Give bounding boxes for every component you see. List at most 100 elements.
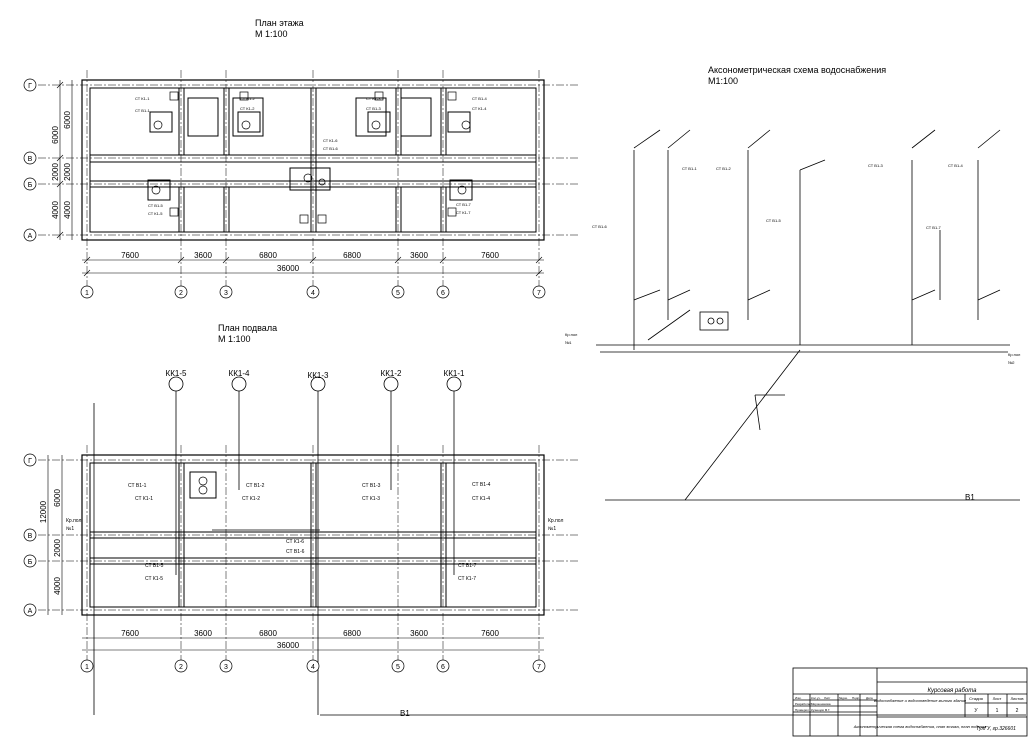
axis-number: 4 xyxy=(311,664,315,671)
riser-label: СТ В1-1 xyxy=(135,108,151,113)
riser-label: СТ В1-4 xyxy=(472,96,488,101)
row-header: №док. xyxy=(839,696,848,700)
floor-fixtures xyxy=(151,91,471,224)
inlet-label: №1 xyxy=(548,526,556,532)
riser-label: СТ В1-2 xyxy=(240,96,256,101)
sheet-description: Аксонометрическая схема водоснабжения, п… xyxy=(853,724,987,729)
end-label: Кр.пол xyxy=(565,332,578,337)
axis-number: 5 xyxy=(396,290,400,297)
dim-vertical: 4000 xyxy=(53,577,62,595)
dim-span: 6800 xyxy=(259,629,277,638)
axis-letter: В xyxy=(28,156,33,163)
axis-letter: Б xyxy=(28,559,33,566)
role: Проверил xyxy=(795,708,809,712)
end-label: №1 xyxy=(565,340,572,345)
dim-total: 36000 xyxy=(277,641,300,650)
riser-label: СТ В1-6 xyxy=(323,146,339,151)
axis-number: 7 xyxy=(537,664,541,671)
basement-walls xyxy=(81,454,545,616)
floor-plan: Г В Б А 6000 2000 4000 6000 2000 4000 76… xyxy=(23,70,580,299)
end-label: №2 xyxy=(1008,360,1015,365)
well-label: КК1-3 xyxy=(308,371,329,380)
axis-letter: А xyxy=(28,233,33,240)
riser-label: СТ К1-1 xyxy=(135,96,150,101)
axonometric-labels: СТ В1-1 СТ В1-2 СТ В1-3 СТ В1-4 СТ В1-5 … xyxy=(565,163,1021,365)
axis-number: 4 xyxy=(311,290,315,297)
axis-number: 5 xyxy=(396,664,400,671)
riser-label: СТ К1-5 xyxy=(148,211,163,216)
axis-number: 2 xyxy=(179,664,183,671)
basement-horizontal-dims xyxy=(82,637,544,651)
riser-label: СТ К1-7 xyxy=(458,576,476,582)
riser-label: СТ В1-5 xyxy=(766,218,782,223)
floor-plan-title: План этажа xyxy=(255,18,304,28)
riser-label: СТ К1-5 xyxy=(145,576,163,582)
riser-label: СТ К1-3 xyxy=(366,96,381,101)
row-header: Лист xyxy=(824,696,831,700)
dim-vertical: 2000 xyxy=(53,539,62,557)
dim-vertical: 2000 xyxy=(63,163,72,181)
well-label: КК1-4 xyxy=(229,369,250,378)
dim-vertical: 2000 xyxy=(51,163,60,181)
axis-letter: В xyxy=(28,533,33,540)
axis-number: 1 xyxy=(85,664,89,671)
axis-number: 6 xyxy=(441,290,445,297)
riser-label: СТ К1-7 xyxy=(456,210,471,215)
floor-axis-numbers xyxy=(80,285,546,299)
well-label: КК1-1 xyxy=(444,369,465,378)
title-block xyxy=(792,667,1028,737)
row-header: Кол.уч. xyxy=(811,696,821,700)
riser-label: СТ В1-3 xyxy=(366,106,382,111)
input-label: В1 xyxy=(400,709,410,718)
person: Мирошникова xyxy=(811,702,831,706)
riser-label: СТ К1-3 xyxy=(362,496,380,502)
sheet-value: 1 xyxy=(996,708,999,714)
inlet-label: №1 xyxy=(66,526,74,532)
role: Разработал xyxy=(795,702,812,706)
floor-axis-letters: Г В Б А xyxy=(23,78,37,242)
riser-label: СТ В1-3 xyxy=(868,163,884,168)
riser-label: СТ К1-2 xyxy=(240,106,255,111)
dim-total: 36000 xyxy=(277,264,300,273)
dim-span: 3600 xyxy=(194,251,212,260)
dim-span: 7600 xyxy=(121,629,139,638)
stage-header: Стадия xyxy=(969,696,983,701)
row-header: Подп. xyxy=(852,696,860,700)
basement-axis-numbers xyxy=(80,659,546,673)
dim-span: 3600 xyxy=(410,251,428,260)
riser-label: СТ В1-2 xyxy=(716,166,732,171)
riser-label: СТ В1-4 xyxy=(472,482,491,488)
axonometric-title: Аксонометрическая схема водоснабжения xyxy=(708,65,887,75)
dim-span: 3600 xyxy=(410,629,428,638)
basement-vertical-dims xyxy=(47,455,63,615)
floor-vertical-dims xyxy=(56,80,73,240)
riser-label: СТ В1-2 xyxy=(246,483,265,489)
floor-walls xyxy=(81,79,545,241)
sheet-header: Лист xyxy=(993,696,1002,701)
riser-label: СТ В1-6 xyxy=(286,549,305,555)
riser-label: СТ В1-7 xyxy=(458,563,477,569)
axonometric-scale: М1:100 xyxy=(708,76,739,86)
axis-letter: А xyxy=(28,608,33,615)
axis-number: 2 xyxy=(179,290,183,297)
inlet-label: Кр.пол xyxy=(548,518,563,524)
row-header: Изм. xyxy=(795,696,802,700)
axis-number: 1 xyxy=(85,290,89,297)
riser-label: СТ В1-1 xyxy=(128,483,147,489)
floor-plan-scale: М 1:100 xyxy=(255,29,288,39)
title-block-text: Курсовая работа Водоснабжение и водоотве… xyxy=(795,688,1024,732)
riser-label: СТ В1-6 xyxy=(592,224,608,229)
inlet-label: Кр.пол xyxy=(66,518,81,524)
riser-label: СТ В1-1 xyxy=(682,166,698,171)
riser-label: СТ В1-5 xyxy=(145,563,164,569)
riser-label: СТ В1-3 xyxy=(362,483,381,489)
dim-vertical: 6000 xyxy=(53,489,62,507)
dim-span: 7600 xyxy=(481,251,499,260)
riser-label: СТ К1-6 xyxy=(323,138,338,143)
riser-label: СТ В1-4 xyxy=(948,163,964,168)
axis-number: 7 xyxy=(537,290,541,297)
dim-span: 6800 xyxy=(343,629,361,638)
dim-span: 6800 xyxy=(343,251,361,260)
basement-axis-letters xyxy=(23,453,37,617)
well-label: КК1-2 xyxy=(381,369,402,378)
